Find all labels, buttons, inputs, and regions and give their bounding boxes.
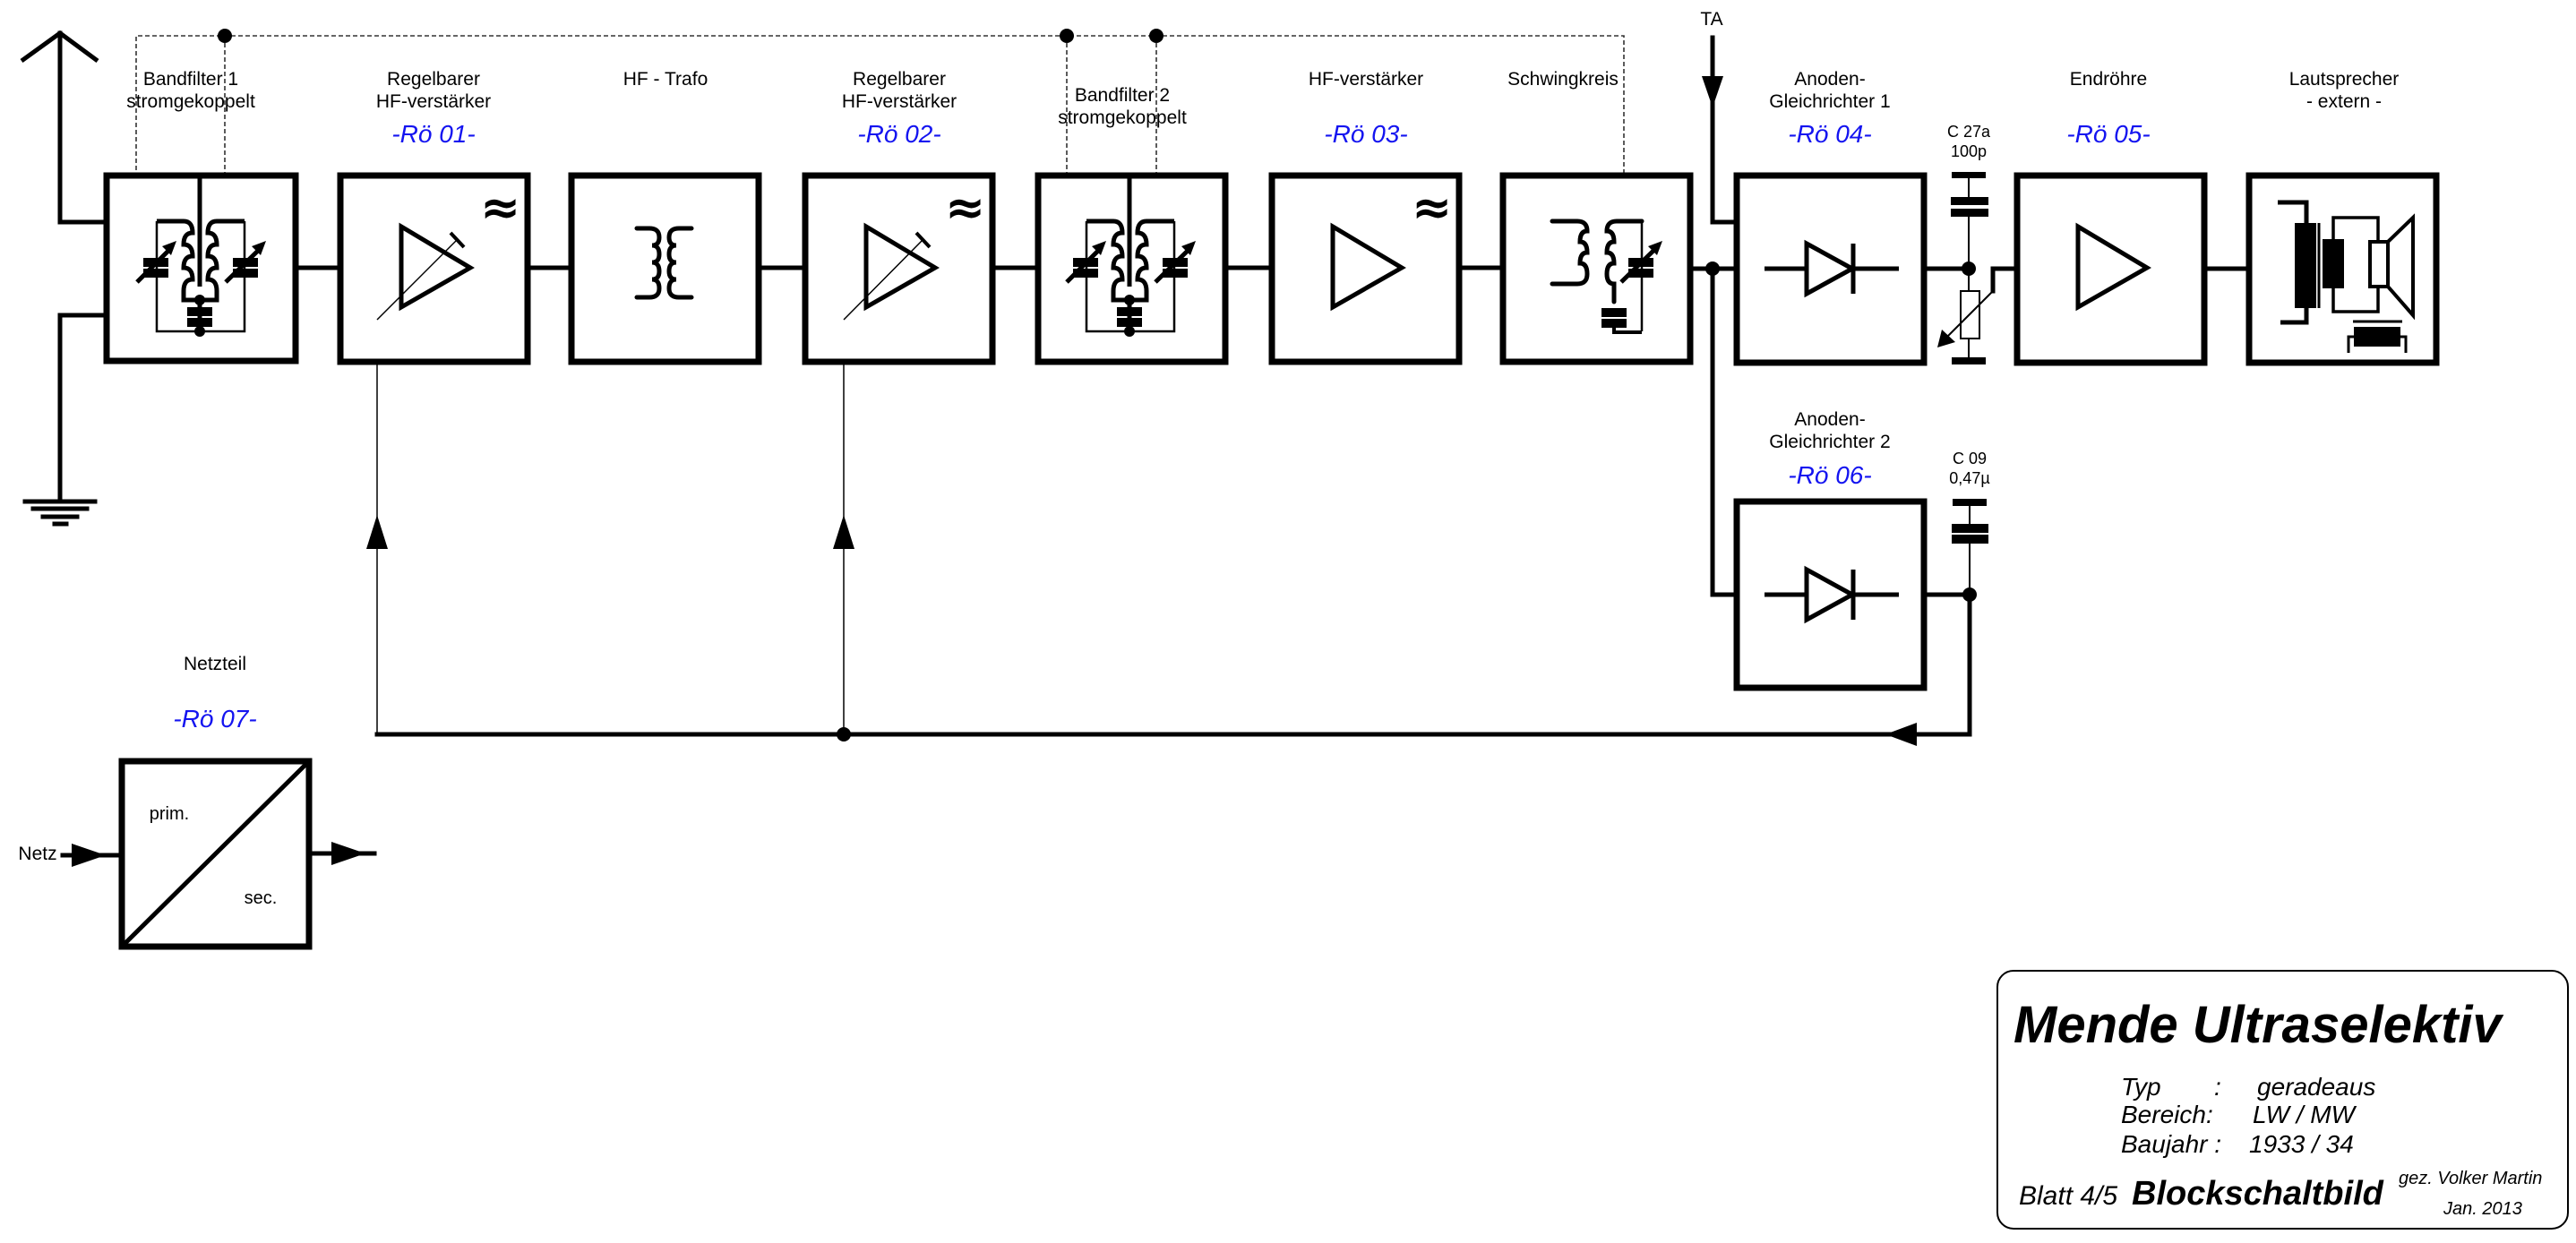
block-tuned-circuit[interactable]: Schwingkreis: [1499, 69, 1694, 365]
block-output-tube[interactable]: Endröhre -Rö 05-: [2014, 69, 2208, 366]
transformer-icon: [634, 226, 694, 300]
hf-mark: ≈: [480, 179, 520, 236]
primary-label: prim.: [150, 804, 189, 824]
amplifier-triangle-icon: [399, 222, 475, 312]
hf-mark: ≈: [945, 179, 985, 236]
block-label: Lautsprecher: [2289, 69, 2400, 90]
block-label: HF - Trafo: [623, 69, 708, 90]
drawing-subtitle: Blockschaltbild: [2132, 1175, 2384, 1213]
amplifier-triangle-icon: [2075, 222, 2151, 312]
spec-sep-typ: :: [2214, 1073, 2221, 1101]
sheet-number: Blatt 4/5: [2019, 1181, 2117, 1211]
block-label: HF-verstärker: [376, 91, 491, 112]
block-label: Anoden-: [1794, 69, 1865, 90]
c09-name: C 09: [1953, 450, 1987, 467]
block-label: Regelbarer: [853, 69, 946, 90]
block-hf-amplifier-2[interactable]: Regelbarer HF-verstärker -Rö 02- ≈: [802, 69, 996, 365]
tube-label: -Rö 03-: [1324, 120, 1407, 148]
feedback-arrow-icon: [1885, 723, 1917, 746]
mains-arrow-icon: [72, 844, 106, 867]
diode-icon: [1765, 565, 1899, 624]
title-block: Mende Ultraselektiv Typ : geradeaus Bere…: [1996, 970, 2569, 1230]
antenna-icon: [20, 30, 109, 225]
block-label: - extern -: [2306, 91, 2382, 112]
block-label: stromgekoppelt: [1058, 107, 1187, 128]
bandpass-filter-icon: [135, 177, 266, 337]
spec-key-baujahr: Baujahr :: [2121, 1130, 2221, 1158]
mains-input-label: Netz: [18, 844, 56, 864]
spec-value-bereich: LW / MW: [2253, 1101, 2357, 1128]
diode-icon: [1765, 239, 1899, 298]
block-hf-amplifier-1[interactable]: Regelbarer HF-verstärker -Rö 01- ≈: [337, 69, 531, 365]
block-anode-rectifier-1[interactable]: Anoden- Gleichrichter 1 -Rö 04-: [1733, 69, 1928, 366]
ta-arrow-icon: [1702, 76, 1723, 107]
block-bandfilter-2[interactable]: Bandfilter 2 stromgekoppelt: [1035, 85, 1229, 365]
capacitor-c27a: C 27a 100p: [1937, 123, 1994, 364]
junction-dot: [1962, 261, 1976, 276]
tube-label: -Rö 01-: [391, 120, 475, 148]
bandpass-filter-icon: [1065, 177, 1196, 337]
linkage-junction-dot: [218, 29, 232, 43]
spec-key-typ: Typ: [2121, 1073, 2161, 1101]
c09-value: 0,47µ: [1949, 469, 1989, 487]
c27a-value: 100p: [1951, 142, 1987, 160]
ta-label: TA: [1700, 9, 1722, 30]
drawing-title: Mende Ultraselektiv: [2014, 996, 2504, 1054]
tube-label: -Rö 07-: [173, 705, 256, 733]
c27a-name: C 27a: [1947, 123, 1991, 141]
block-power-supply[interactable]: Netzteil -Rö 07- prim. sec. Netz: [18, 654, 377, 950]
linkage-junction-dot: [1149, 29, 1163, 43]
capacitor-c09: C 09 0,47µ: [1949, 450, 1990, 595]
block-label: Gleichrichter 2: [1769, 432, 1890, 452]
block-hf-transformer[interactable]: HF - Trafo: [568, 69, 762, 365]
block-anode-rectifier-2[interactable]: Anoden- Gleichrichter 2 -Rö 06-: [1733, 409, 1928, 691]
author: gez. Volker Martin: [2399, 1169, 2542, 1188]
block-label: Netzteil: [184, 654, 246, 674]
tuned-circuit-icon: [1550, 219, 1662, 334]
block-hf-amplifier-3[interactable]: HF-verstärker -Rö 03- ≈: [1268, 69, 1463, 365]
block-label: stromgekoppelt: [126, 91, 255, 112]
tube-label: -Rö 06-: [1788, 461, 1871, 489]
ground-icon: [22, 313, 109, 527]
spec-value-typ: geradeaus: [2257, 1073, 2375, 1101]
block-label: Bandfilter 2: [1075, 85, 1170, 106]
tube-label: -Rö 04-: [1788, 120, 1871, 148]
block-label: Bandfilter 1: [143, 69, 238, 90]
speaker-icon: [2278, 200, 2415, 353]
block-label: Endröhre: [2070, 69, 2147, 90]
block-label: HF-verstärker: [842, 91, 957, 112]
block-label: Schwingkreis: [1507, 69, 1619, 90]
tube-label: -Rö 05-: [2066, 120, 2150, 148]
block-loudspeaker[interactable]: Lautsprecher - extern -: [2245, 69, 2440, 366]
linkage-junction-dot: [1060, 29, 1074, 43]
date: Jan. 2013: [2443, 1199, 2522, 1219]
block-label: HF-verstärker: [1309, 69, 1423, 90]
spec-key-bereich: Bereich:: [2121, 1101, 2213, 1128]
amplifier-triangle-icon: [863, 222, 940, 312]
block-label: Anoden-: [1794, 409, 1865, 430]
block-label: Regelbarer: [387, 69, 480, 90]
output-arrow-icon: [331, 842, 365, 865]
spec-value-baujahr: 1933 / 34: [2249, 1130, 2354, 1158]
block-bandfilter-1[interactable]: Bandfilter 1 stromgekoppelt: [103, 69, 299, 364]
block-label: Gleichrichter 1: [1769, 91, 1890, 112]
hf-mark: ≈: [1412, 179, 1452, 236]
signal-wires: [293, 35, 2252, 746]
agc-arrow-icon: [833, 515, 854, 549]
amplifier-triangle-icon: [1330, 222, 1406, 312]
secondary-label: sec.: [245, 888, 278, 908]
agc-arrow-icon: [366, 515, 388, 549]
tube-label: -Rö 02-: [857, 120, 940, 148]
